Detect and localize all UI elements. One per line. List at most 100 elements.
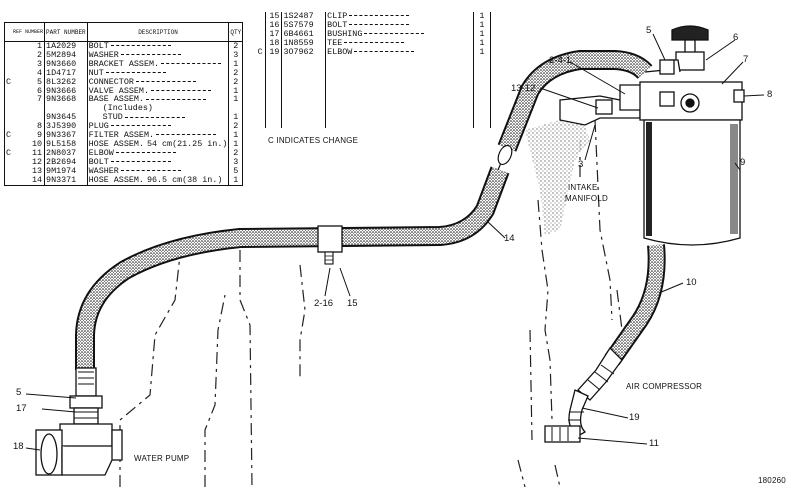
- part-number: 3O7962: [281, 47, 327, 57]
- ref-number: [12, 113, 46, 123]
- leader-dashes: [115, 152, 176, 154]
- part-row: 9N3645 STUD 1: [5, 112, 243, 123]
- change-flag: [5, 104, 13, 113]
- ref-number: [12, 104, 46, 114]
- change-flag: [5, 51, 13, 60]
- label-intake: INTAKE: [568, 183, 598, 192]
- part-description: BRACKET ASSEM.: [88, 59, 160, 69]
- ref-number: 10: [12, 140, 46, 149]
- part-number: 2B2694: [44, 157, 88, 167]
- ref-number: 1: [12, 41, 46, 51]
- leader-dashes: [120, 169, 181, 171]
- ref-number: 15: [265, 12, 283, 21]
- leader-dashes: [110, 161, 171, 163]
- figure-number: 180260: [758, 476, 786, 485]
- callout-5: 5: [646, 25, 652, 36]
- change-flag: [5, 42, 13, 51]
- hose-length-note: 96.5 cm(38 in.): [146, 175, 223, 185]
- clip-15: [317, 225, 343, 265]
- leader-dashes: [105, 72, 166, 73]
- header-qty: QTY: [228, 22, 243, 42]
- callout-2-16: 2-16: [314, 298, 334, 309]
- label-water-pump: WATER PUMP: [134, 454, 190, 463]
- part-description: BOLT: [88, 157, 109, 167]
- part-number: 9M1974: [44, 166, 88, 176]
- part-description: HOSE ASSEM.: [88, 139, 144, 149]
- part-description-cell: HOSE ASSEM.96.5 cm(38 in.): [87, 175, 230, 185]
- blank-row: [255, 109, 492, 119]
- part-number: 9N3645: [44, 113, 88, 123]
- change-flag: [5, 158, 13, 167]
- blank-row: [255, 92, 492, 101]
- ref-number: 5: [12, 77, 46, 87]
- header-part-number: PART NUMBER: [44, 22, 88, 42]
- parts-table-header: REF NUMBER PART NUMBER DESCRIPTION QTY: [4, 22, 243, 42]
- part-description-cell: CLIP: [325, 12, 474, 21]
- label-air-compressor: AIR COMPRESSOR: [626, 382, 703, 391]
- part-qty: 3: [233, 156, 239, 167]
- ref-number: 2: [12, 51, 46, 60]
- part-description-cell: BRACKET ASSEM.: [87, 59, 230, 69]
- ref-number: 9: [12, 131, 46, 140]
- part-description: TEE: [327, 37, 343, 48]
- part-qty: 1: [473, 21, 492, 30]
- part-description-cell: ELBOW: [87, 148, 230, 158]
- part-qty: 1: [233, 85, 239, 96]
- part-qty: 1: [233, 112, 239, 123]
- change-flag: [255, 21, 266, 30]
- part-description: STUD: [102, 113, 123, 123]
- ref-number: 12: [12, 157, 46, 167]
- blank-row: [255, 83, 492, 93]
- part-qty: 2: [233, 76, 239, 87]
- callout-2-4-1: 2-4-1: [549, 55, 572, 66]
- callout-19: 19: [629, 412, 640, 423]
- callout-11: 11: [649, 438, 659, 449]
- elbow-19-11: [544, 389, 589, 443]
- part-description: BUSHING: [327, 28, 363, 39]
- part-description: PLUG: [88, 122, 109, 132]
- part-qty: 5: [233, 165, 239, 176]
- filter-9: [643, 119, 741, 246]
- callout-6: 6: [733, 32, 739, 43]
- ref-number: 18: [265, 38, 283, 48]
- blank-row: [255, 65, 492, 75]
- part-description-cell: ELBOW: [325, 47, 474, 57]
- change-flag: [5, 167, 13, 176]
- part-qty: 1: [233, 130, 239, 141]
- part-qty: 1: [233, 174, 239, 185]
- part-number: 5S7579: [281, 21, 327, 30]
- part-number: 9N3367: [44, 131, 88, 140]
- part-number: [44, 104, 88, 114]
- blank-row: [255, 100, 492, 110]
- leader-dashes: [110, 125, 171, 127]
- leader-dashes: [145, 98, 206, 100]
- part-description: HOSE ASSEM.: [88, 175, 144, 185]
- part-number: 3J5390: [44, 122, 88, 132]
- callout-5-lower: 5: [16, 387, 22, 398]
- callout-8: 8: [767, 89, 773, 100]
- callout-7: 7: [743, 54, 749, 65]
- leader-lines: [25, 33, 765, 451]
- callout-3: 3: [578, 159, 584, 170]
- part-qty: 1: [473, 47, 492, 57]
- part-description-cell: (Includes): [87, 104, 230, 114]
- part-qty: 1: [473, 29, 492, 39]
- part-description: BASE ASSEM.: [88, 95, 144, 105]
- part-qty: 3: [233, 49, 239, 60]
- callout-10: 10: [686, 277, 697, 288]
- water-pump-fittings: [35, 367, 123, 476]
- part-description: ELBOW: [88, 148, 114, 158]
- change-flag: [5, 176, 13, 185]
